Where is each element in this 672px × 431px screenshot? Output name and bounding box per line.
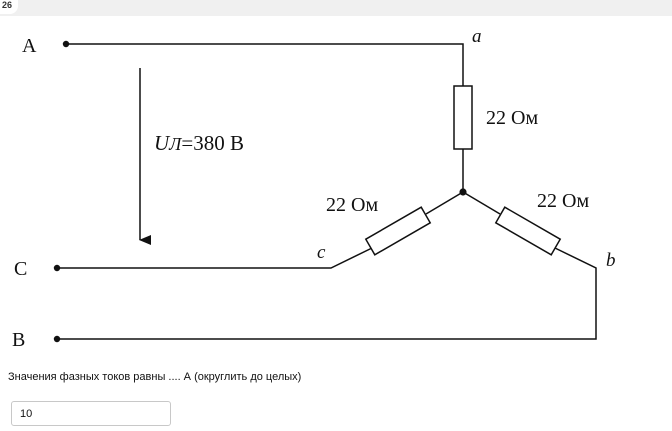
question-prompt: Значения фазных токов равны .... А (окру… bbox=[8, 371, 302, 383]
voltage-value: =380 В bbox=[181, 131, 244, 155]
voltage-subscript: Л bbox=[168, 134, 183, 154]
voltage-label: UЛ=380 В bbox=[154, 131, 244, 155]
answer-input[interactable] bbox=[11, 401, 171, 426]
node-label-a: a bbox=[472, 26, 482, 47]
top-bar bbox=[0, 0, 672, 16]
three-phase-star-circuit: A C B a c b 22 Ом 22 Ом 22 Ом UЛ=380 В bbox=[12, 26, 616, 351]
node-label-b: b bbox=[606, 250, 616, 271]
terminal-label-b: B bbox=[12, 329, 25, 351]
terminal-label-c: C bbox=[14, 258, 27, 280]
resistor-phase-c bbox=[364, 191, 464, 256]
line-c-wire bbox=[53, 247, 373, 272]
resistor-label-a: 22 Ом bbox=[486, 107, 538, 129]
resistor-label-b: 22 Ом bbox=[537, 190, 589, 212]
line-a-wire bbox=[62, 40, 464, 86]
node-label-c: c bbox=[317, 242, 326, 263]
resistor-phase-b bbox=[462, 191, 562, 256]
question-number: 26 bbox=[0, 0, 18, 14]
terminal-label-a: A bbox=[22, 35, 37, 57]
line-b-wire bbox=[53, 247, 597, 343]
resistor-phase-a bbox=[453, 85, 473, 192]
voltage-symbol: U bbox=[154, 131, 171, 155]
resistor-label-c: 22 Ом bbox=[326, 194, 378, 216]
